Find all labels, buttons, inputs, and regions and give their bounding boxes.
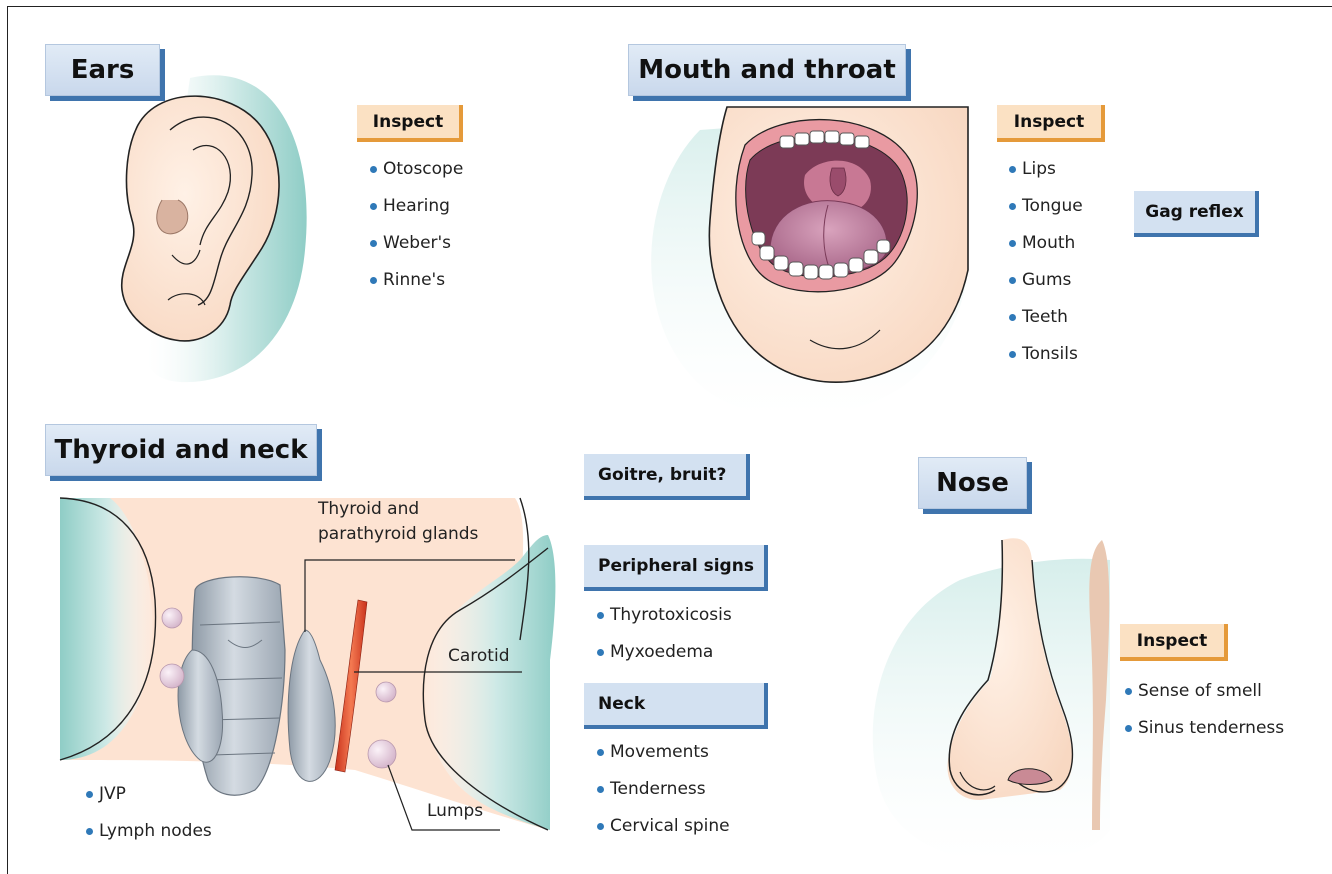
gag-reflex-tag: Gag reflex	[1134, 191, 1259, 237]
bullet-icon	[597, 649, 604, 656]
goitre-tag: Goitre, bruit?	[584, 454, 750, 500]
list-item: Sinus tenderness	[1125, 710, 1284, 747]
mouth-inspect-tag: Inspect	[997, 105, 1105, 142]
list-item-text: Teeth	[1022, 307, 1068, 327]
list-item-text: Myxoedema	[610, 642, 713, 662]
bullet-icon	[1009, 314, 1016, 321]
nose-illustration	[873, 538, 1110, 862]
list-item-text: Tongue	[1022, 196, 1083, 216]
bullet-icon	[370, 277, 377, 284]
list-item: JVP	[86, 776, 212, 813]
list-item: Mouth	[1009, 225, 1083, 262]
list-item-text: Otoscope	[383, 159, 463, 179]
list-item: Gums	[1009, 262, 1083, 299]
peripheral-list: Thyrotoxicosis Myxoedema	[597, 597, 732, 671]
nose-title-text: Nose	[936, 468, 1009, 498]
list-item-text: Thyrotoxicosis	[610, 605, 732, 625]
bullet-icon	[1009, 277, 1016, 284]
list-item: Thyrotoxicosis	[597, 597, 732, 634]
bullet-icon	[597, 786, 604, 793]
bullet-icon	[370, 203, 377, 210]
list-item-text: Rinne's	[383, 270, 445, 290]
list-item-text: Hearing	[383, 196, 450, 216]
list-item: Lymph nodes	[86, 813, 212, 850]
list-item-text: Gums	[1022, 270, 1071, 290]
ears-title: Ears	[45, 44, 160, 96]
list-item: Tongue	[1009, 188, 1083, 225]
peripheral-signs-label: Peripheral signs	[598, 556, 754, 576]
list-item-text: Lymph nodes	[99, 821, 212, 841]
bullet-icon	[86, 791, 93, 798]
list-item: Teeth	[1009, 299, 1083, 336]
list-item-text: Tenderness	[610, 779, 706, 799]
list-item: Tenderness	[597, 771, 730, 808]
bullet-icon	[597, 749, 604, 756]
mouth-illustration	[651, 107, 968, 417]
list-item: Rinne's	[370, 262, 463, 299]
list-item: Hearing	[370, 188, 463, 225]
bullet-icon	[370, 166, 377, 173]
ears-inspect-label: Inspect	[373, 112, 443, 132]
neck-label: Neck	[598, 694, 645, 714]
list-item-text: Tonsils	[1022, 344, 1078, 364]
mouth-title-text: Mouth and throat	[638, 55, 896, 85]
neck-tag: Neck	[584, 683, 768, 729]
ears-list: Otoscope Hearing Weber's Rinne's	[370, 151, 463, 299]
list-item: Weber's	[370, 225, 463, 262]
list-item: Sense of smell	[1125, 673, 1284, 710]
list-item: Movements	[597, 734, 730, 771]
glands-label-line1: Thyroid and	[318, 497, 478, 522]
gag-reflex-label: Gag reflex	[1145, 202, 1244, 222]
glands-label: Thyroid and parathyroid glands	[318, 497, 478, 547]
ears-title-text: Ears	[71, 55, 135, 85]
list-item-text: Weber's	[383, 233, 451, 253]
ear-illustration	[122, 75, 307, 382]
list-item: Tonsils	[1009, 336, 1083, 373]
nose-inspect-tag: Inspect	[1120, 624, 1228, 661]
lumps-label: Lumps	[427, 799, 483, 824]
mouth-list: Lips Tongue Mouth Gums Teeth Tonsils	[1009, 151, 1083, 373]
list-item-text: JVP	[99, 784, 126, 804]
thyroid-title: Thyroid and neck	[45, 424, 317, 476]
glands-label-line2: parathyroid glands	[318, 522, 478, 547]
list-item: Myxoedema	[597, 634, 732, 671]
neck-list: Movements Tenderness Cervical spine	[597, 734, 730, 845]
ears-inspect-tag: Inspect	[357, 105, 463, 142]
list-item-text: Sense of smell	[1138, 681, 1262, 701]
goitre-label: Goitre, bruit?	[598, 465, 726, 485]
peripheral-signs-tag: Peripheral signs	[584, 545, 768, 591]
list-item: Lips	[1009, 151, 1083, 188]
thyroid-title-text: Thyroid and neck	[54, 435, 307, 465]
bullet-icon	[1009, 166, 1016, 173]
list-item-text: Lips	[1022, 159, 1056, 179]
list-item: Otoscope	[370, 151, 463, 188]
bullet-icon	[1009, 203, 1016, 210]
nose-title: Nose	[918, 457, 1027, 509]
bullet-icon	[1009, 240, 1016, 247]
thyroid-list: JVP Lymph nodes	[86, 776, 212, 850]
carotid-label: Carotid	[448, 644, 509, 669]
list-item-text: Sinus tenderness	[1138, 718, 1284, 738]
bullet-icon	[597, 612, 604, 619]
bullet-icon	[86, 828, 93, 835]
bullet-icon	[370, 240, 377, 247]
nose-list: Sense of smell Sinus tenderness	[1125, 673, 1284, 747]
mouth-title: Mouth and throat	[628, 44, 906, 96]
bullet-icon	[1125, 725, 1132, 732]
list-item: Cervical spine	[597, 808, 730, 845]
list-item-text: Mouth	[1022, 233, 1075, 253]
list-item-text: Movements	[610, 742, 709, 762]
bullet-icon	[1009, 351, 1016, 358]
mouth-inspect-label: Inspect	[1014, 112, 1084, 132]
list-item-text: Cervical spine	[610, 816, 730, 836]
bullet-icon	[597, 823, 604, 830]
bullet-icon	[1125, 688, 1132, 695]
nose-inspect-label: Inspect	[1137, 631, 1207, 651]
